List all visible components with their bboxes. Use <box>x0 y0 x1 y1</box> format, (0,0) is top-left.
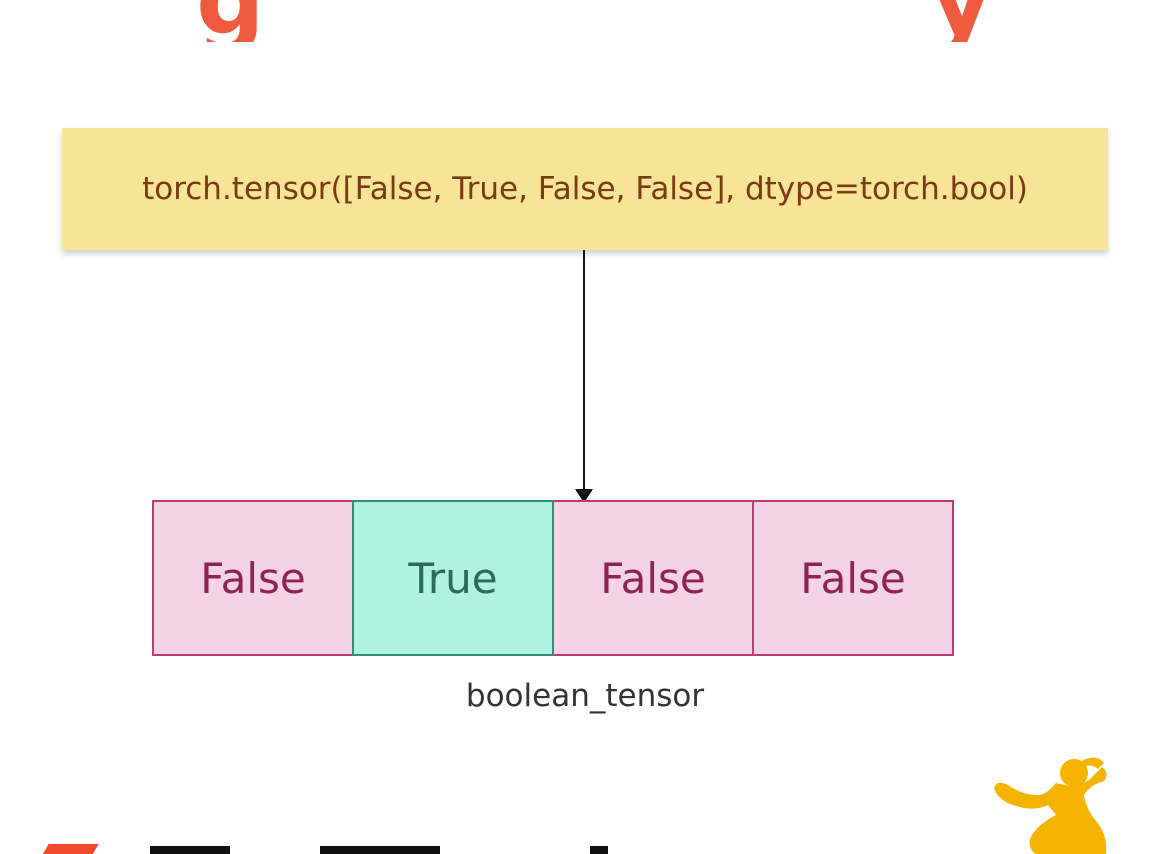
arrow-head-icon <box>575 489 593 503</box>
code-text: torch.tensor([False, True, False, False]… <box>142 171 1028 207</box>
tensor-cell-1: True <box>352 500 554 656</box>
tensor-array: False True False False <box>152 500 954 656</box>
tensor-cell-2: False <box>552 500 754 656</box>
code-box: torch.tensor([False, True, False, False]… <box>62 128 1108 250</box>
pytorch-logo-icon <box>30 834 730 854</box>
title-char-left: g <box>196 0 265 42</box>
logo-wordmark-icon <box>150 846 670 854</box>
title-char-right: y <box>930 0 993 42</box>
logo-mark-icon <box>31 844 99 854</box>
tensor-label: boolean_tensor <box>465 678 705 714</box>
page-title-fragment: g y <box>0 0 1170 42</box>
tensor-cell-3: False <box>752 500 954 656</box>
pytorch-mascot-icon <box>994 757 1107 854</box>
tensor-cell-0: False <box>152 500 354 656</box>
arrow-connector <box>583 250 585 490</box>
